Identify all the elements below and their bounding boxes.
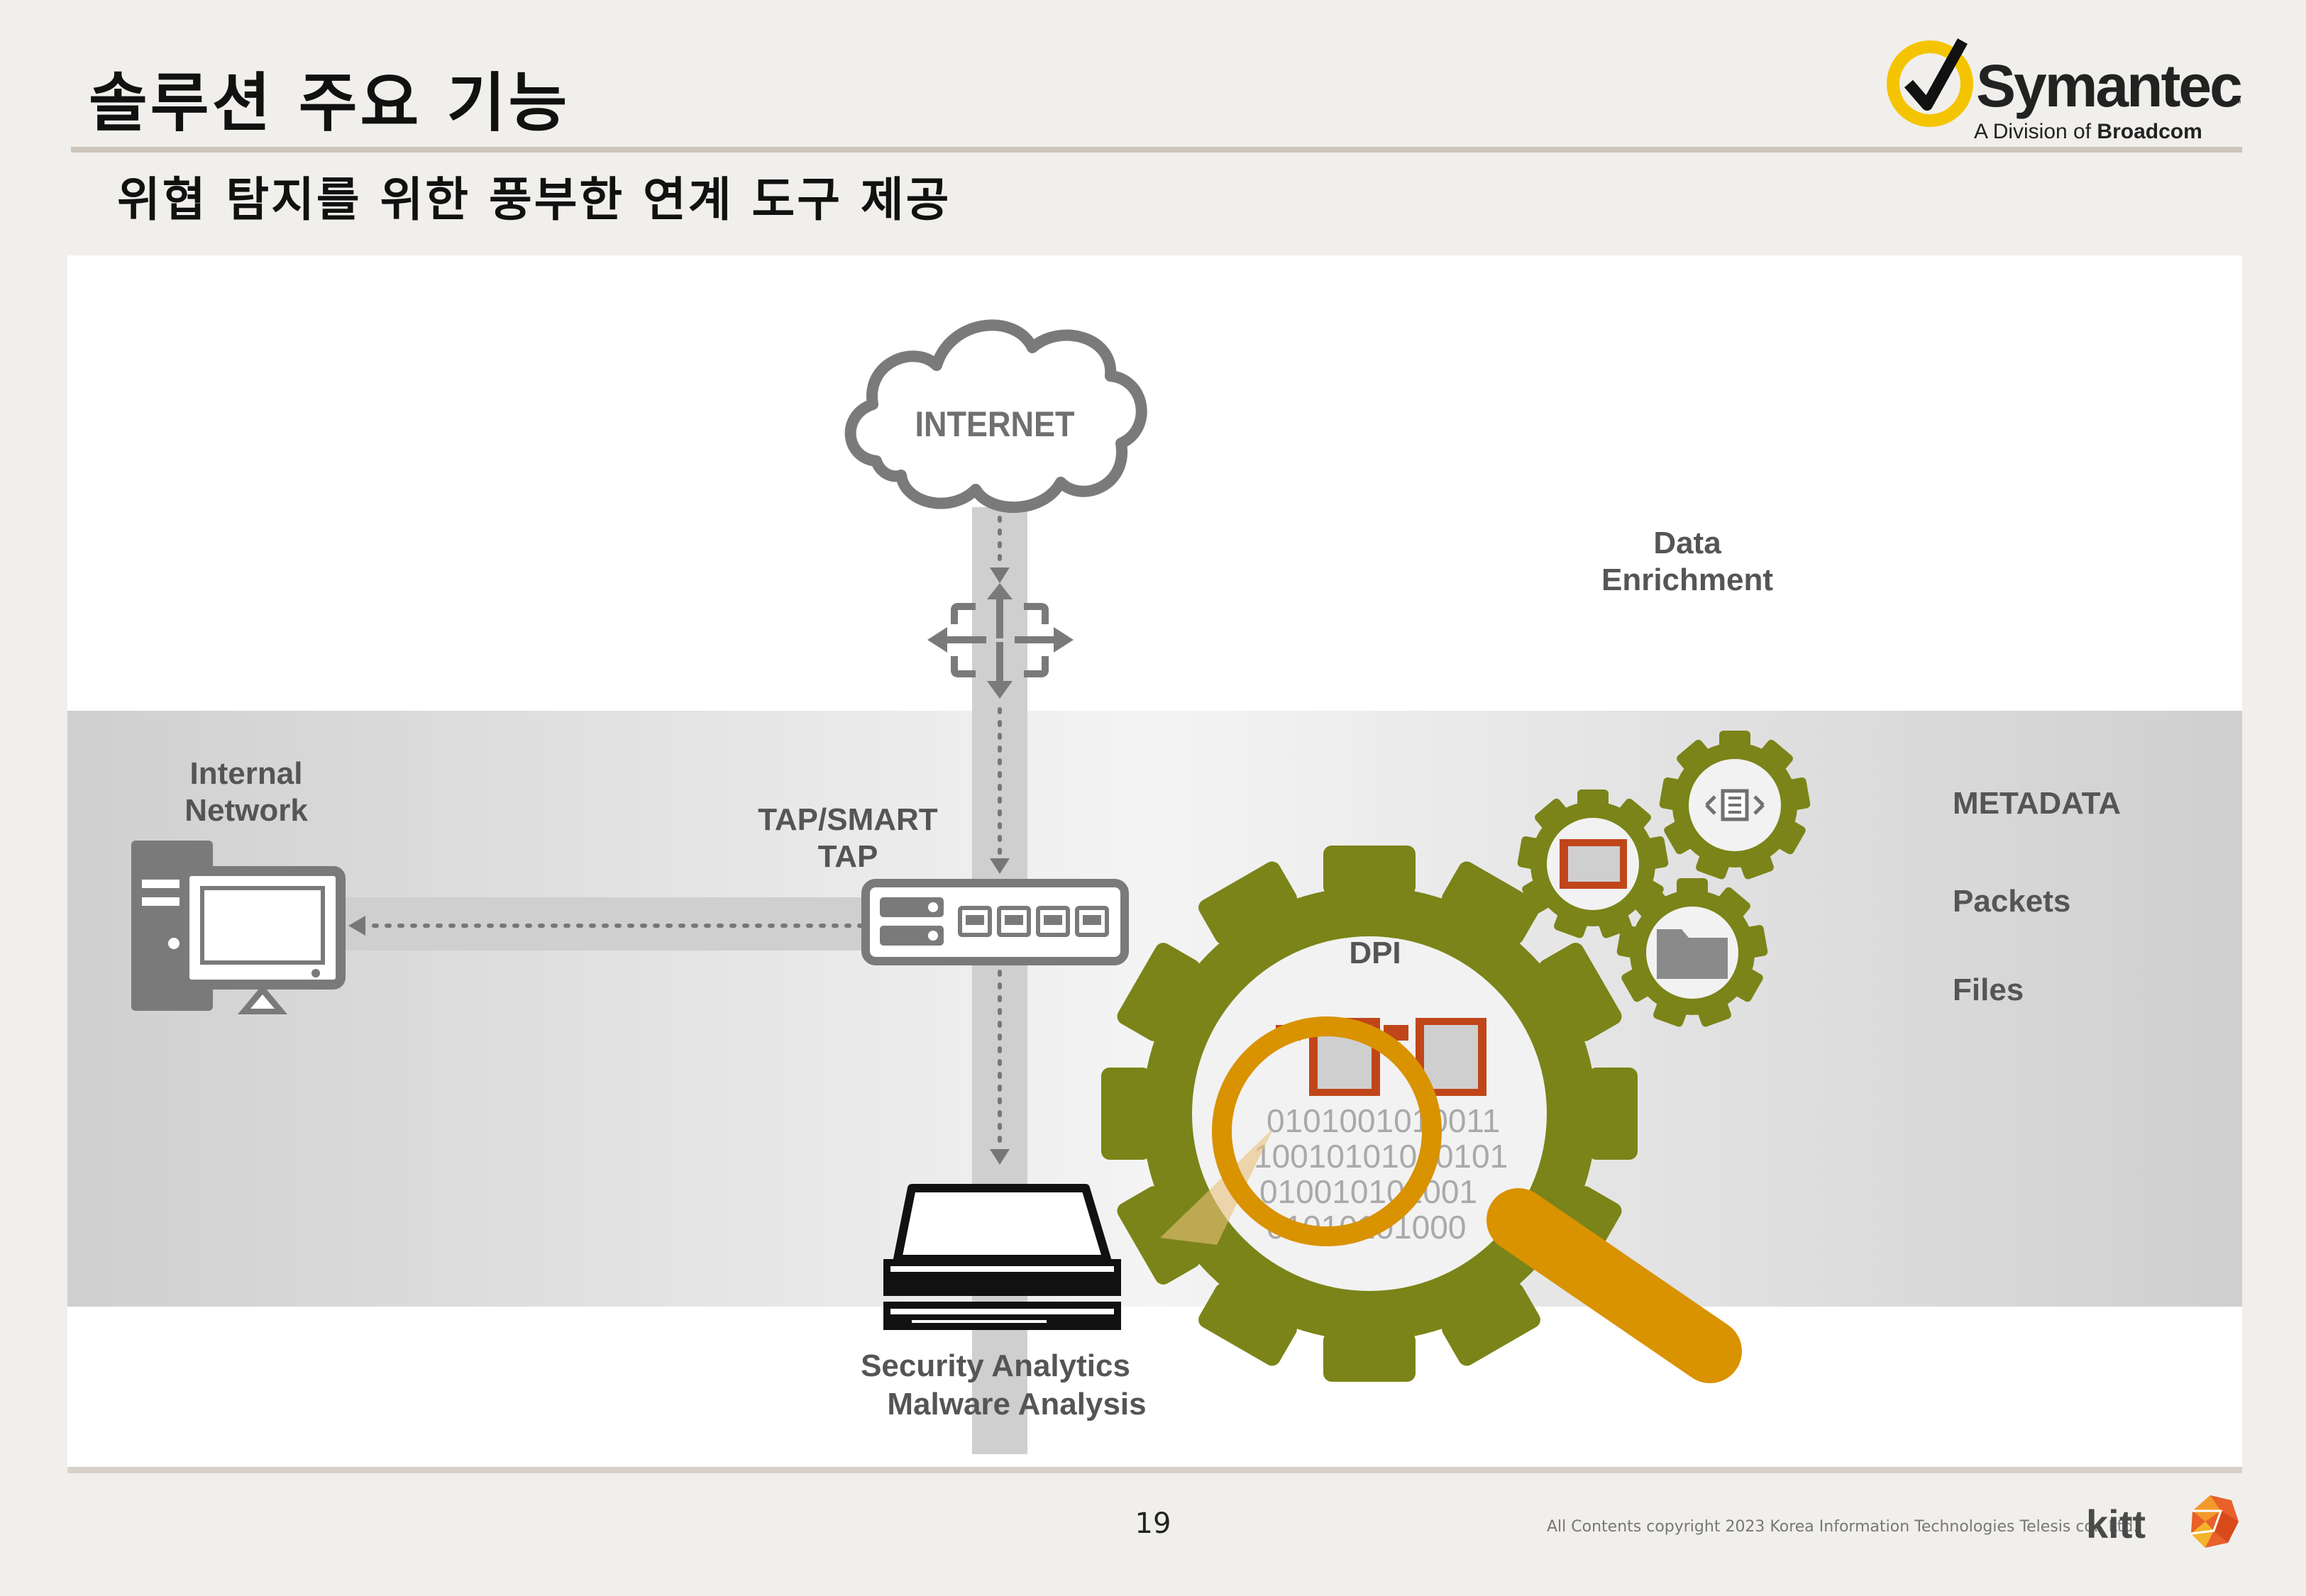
page-subtitle: 위협 탐지를 위한 풍부한 연계 도구 제공 bbox=[117, 172, 951, 227]
internet-label: INTERNET bbox=[915, 405, 1075, 445]
svg-text:0101001010011: 0101001010011 bbox=[1267, 1102, 1500, 1139]
metadata-label: METADATA bbox=[1953, 786, 2121, 821]
title-divider bbox=[71, 147, 2242, 153]
packet-gear-icon bbox=[1517, 789, 1669, 938]
logo-tm: ™ bbox=[2231, 97, 2241, 109]
diagram-canvas: INTERNET bbox=[67, 319, 2242, 1454]
copyright-text: All Contents copyright 2023 Korea Inform… bbox=[1547, 1518, 2139, 1536]
kitt-logo: kitt bbox=[2086, 1495, 2239, 1548]
arrow-down-icon bbox=[990, 1149, 1010, 1165]
files-label: Files bbox=[1953, 972, 2024, 1007]
footer-divider bbox=[67, 1467, 2242, 1473]
arrow-left-icon bbox=[348, 916, 365, 936]
symantec-logo: Symantec ™ A Division of Broadcom bbox=[1887, 38, 2242, 143]
logo-check-circle-icon bbox=[1887, 40, 1973, 127]
kitt-brand: kitt bbox=[2086, 1502, 2146, 1546]
arrow-down-icon bbox=[990, 567, 1010, 583]
svg-text:10010101010101: 10010101010101 bbox=[1254, 1138, 1508, 1175]
kitt-mark-icon bbox=[2190, 1495, 2239, 1548]
page-title: 솔루션 주요 기능 bbox=[89, 66, 570, 140]
svg-text:010010101001: 010010101001 bbox=[1259, 1173, 1477, 1210]
arrow-down-icon bbox=[990, 858, 1010, 874]
metadata-gear-icon bbox=[1659, 731, 1811, 880]
logo-division: A Division of Broadcom bbox=[1974, 120, 2202, 143]
dpi-label: DPI bbox=[1349, 936, 1401, 970]
magnifier-icon bbox=[1160, 1016, 1742, 1383]
page-number: 19 bbox=[1135, 1507, 1171, 1540]
computer-icon bbox=[131, 841, 346, 1014]
logo-brand: Symantec bbox=[1976, 52, 2241, 119]
files-gear-icon bbox=[1616, 878, 1768, 1027]
tap-switch-icon bbox=[861, 879, 1129, 965]
packets-label: Packets bbox=[1953, 884, 2070, 919]
logo-check-icon bbox=[1904, 38, 1968, 111]
internet-cloud-icon: INTERNET bbox=[844, 319, 1147, 514]
security-appliance-icon bbox=[883, 1184, 1121, 1330]
architecture-diagram: INTERNET bbox=[67, 255, 2242, 1470]
router-icon bbox=[927, 583, 1074, 699]
